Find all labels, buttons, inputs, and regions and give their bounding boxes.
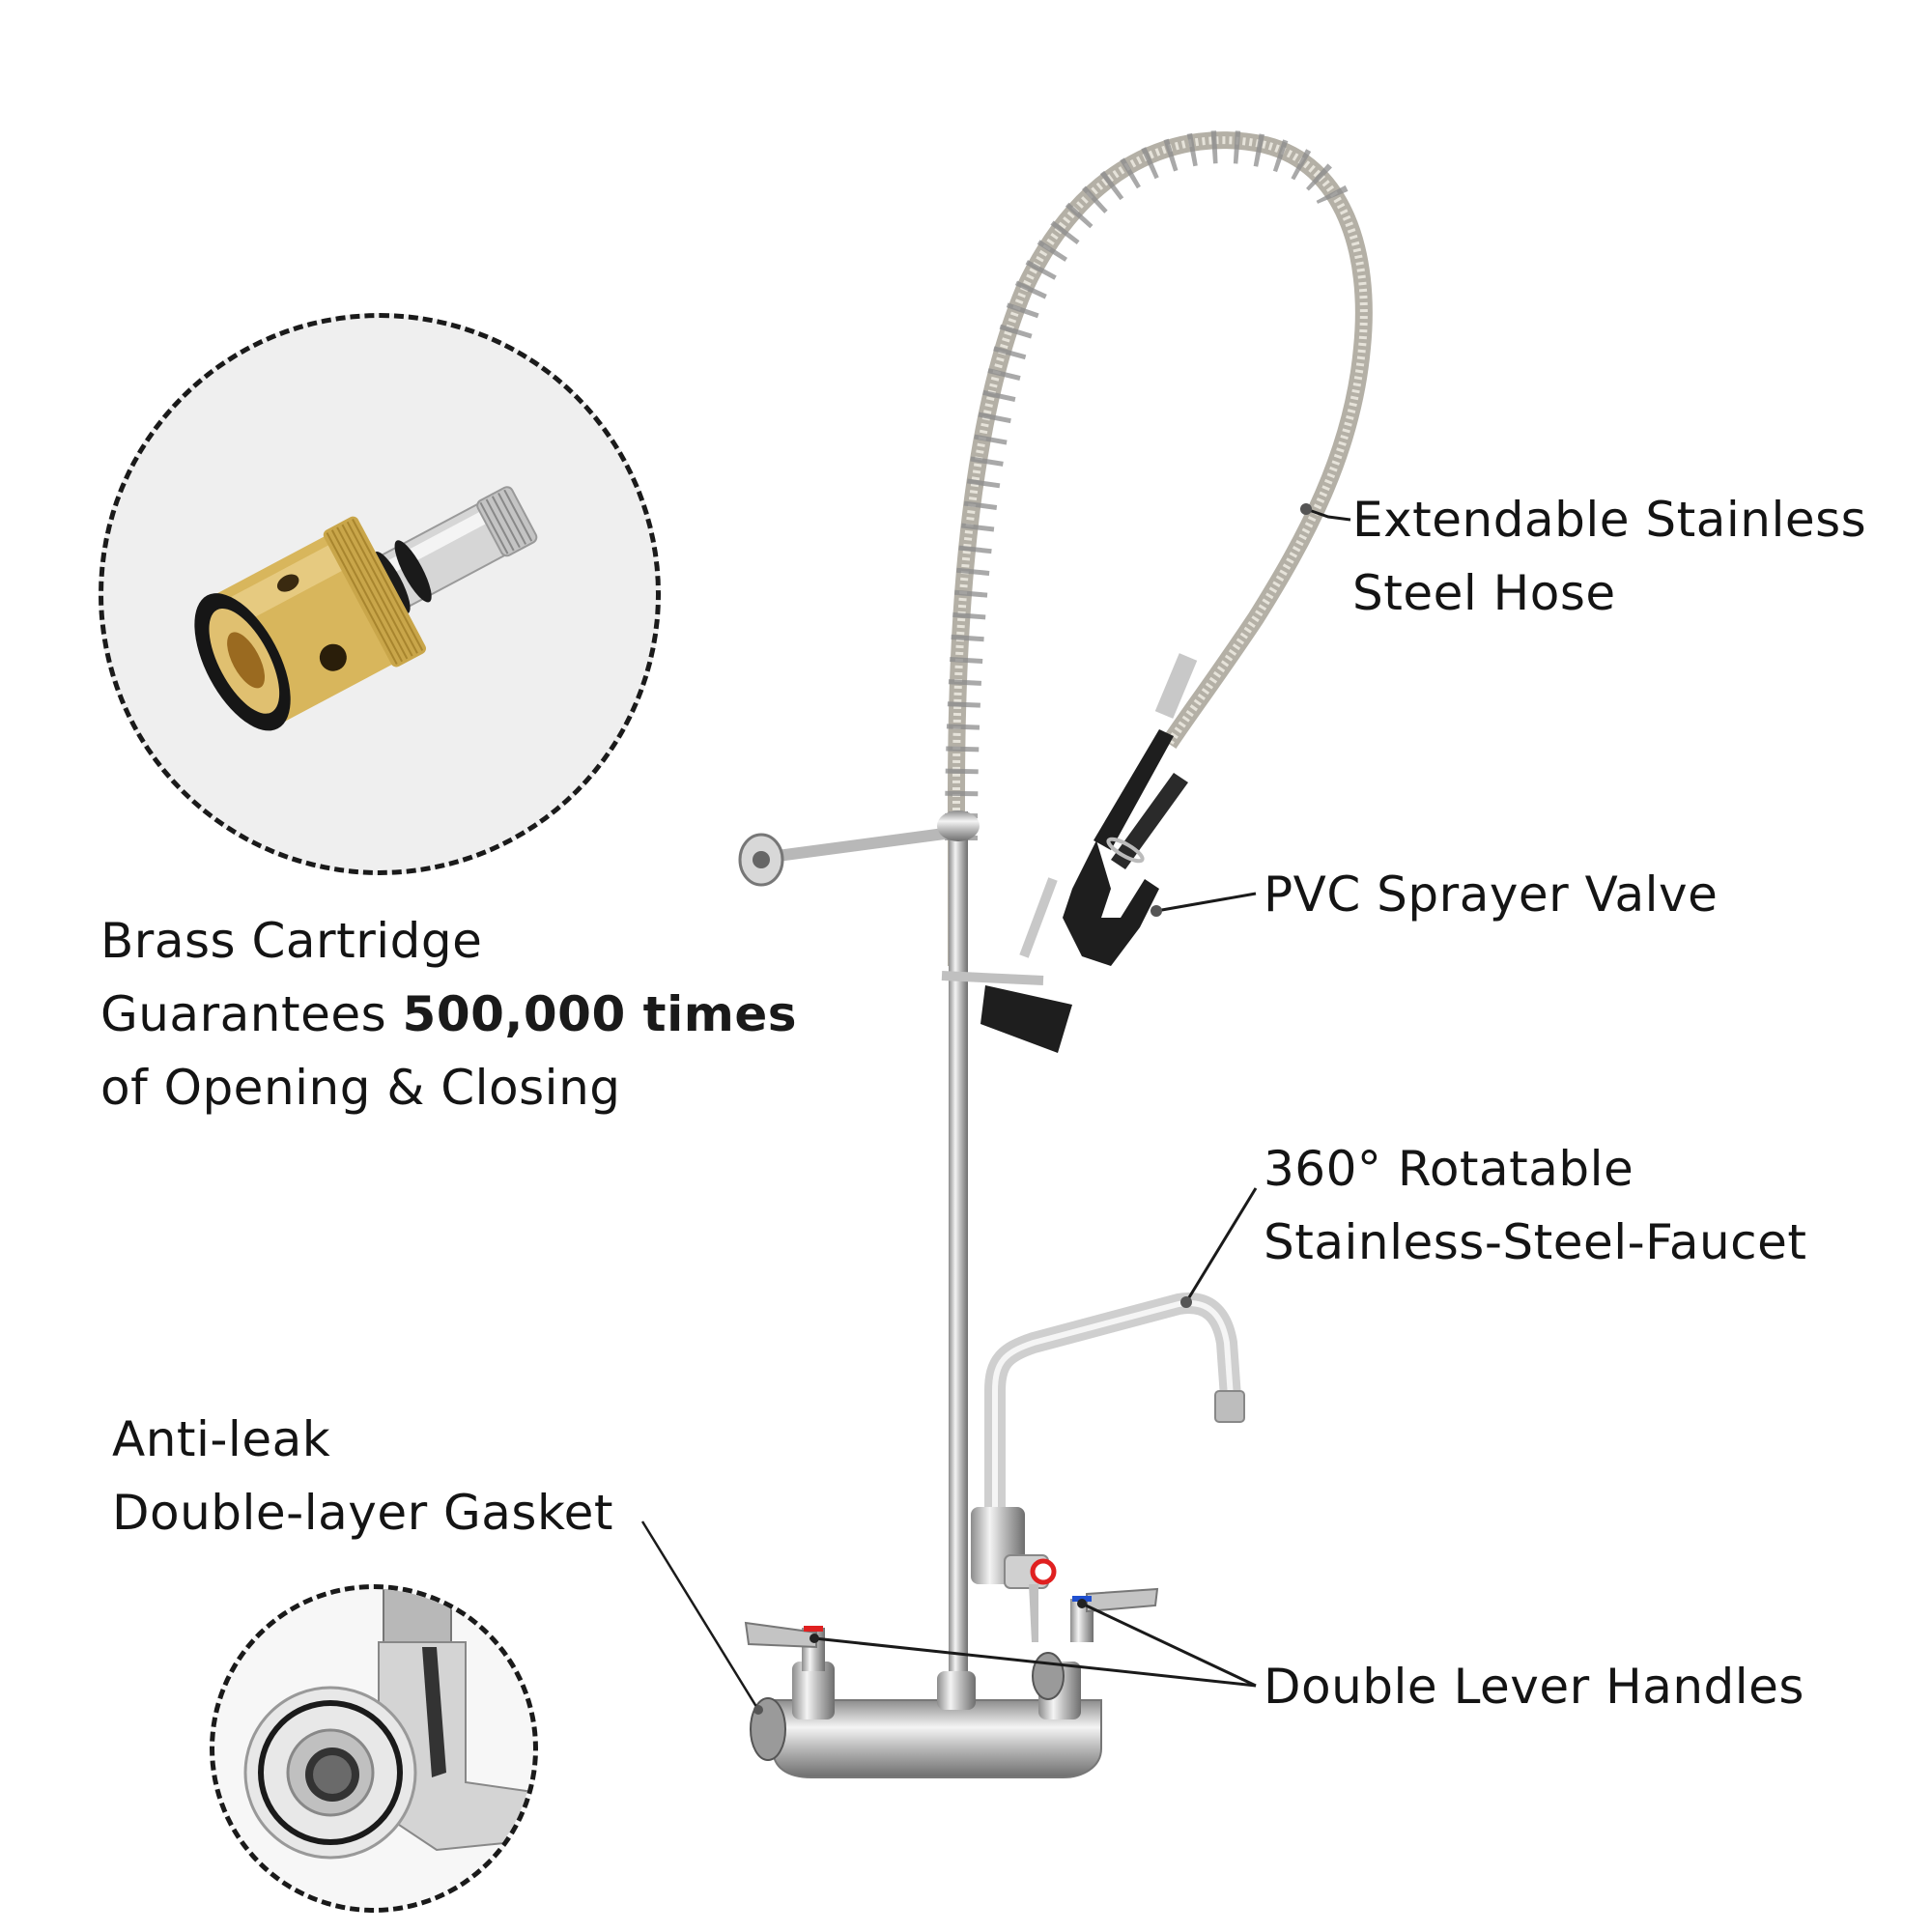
faucet-line2: Stainless-Steel-Faucet	[1264, 1214, 1807, 1270]
brass-cartridge-callout: Brass Cartridge Guarantees 500,000 times…	[100, 904, 797, 1124]
brass-cartridge-line2-prefix: Guarantees	[100, 986, 403, 1042]
riser-pole	[949, 811, 968, 1681]
gasket-line1: Anti-leak	[112, 1411, 331, 1467]
spout-valve	[971, 1507, 1057, 1642]
wall-bracket	[738, 810, 980, 887]
brass-cartridge-highlight: 500,000 times	[402, 986, 797, 1042]
handles-leader-line-1	[813, 1636, 1257, 1688]
hose-leader-line	[1305, 507, 1351, 522]
callout-leader-lines	[640, 503, 1351, 1715]
lever-handle-hot	[744, 1621, 825, 1671]
handles-leader-line-2	[1081, 1602, 1257, 1688]
faucet-leader-line	[1184, 1187, 1258, 1303]
hot-indicator-icon	[1030, 1558, 1057, 1585]
sprayer-leader-line	[1155, 892, 1257, 913]
gasket-leader-line	[640, 1520, 760, 1711]
faucet-callout: 360° Rotatable Stainless-Steel-Faucet	[1264, 1132, 1807, 1279]
spring-hose	[945, 130, 1373, 966]
sprayer-valve	[941, 653, 1198, 1053]
gasket-image	[243, 1589, 533, 1860]
handles-callout: Double Lever Handles	[1264, 1650, 1804, 1723]
brass-cartridge-line2: Guarantees 500,000 times	[100, 978, 797, 1051]
handles-line1: Double Lever Handles	[1264, 1659, 1804, 1715]
gasket-callout: Anti-leak Double-layer Gasket	[112, 1403, 613, 1549]
brass-cartridge-line3: of Opening & Closing	[100, 1060, 621, 1116]
hose-line1: Extendable Stainless	[1352, 492, 1867, 548]
hot-indicator-icon	[804, 1626, 823, 1632]
gasket-line2: Double-layer Gasket	[112, 1485, 614, 1541]
swivel-spout	[984, 1293, 1245, 1546]
sprayer-line1: PVC Sprayer Valve	[1264, 867, 1719, 923]
wall-mount-body	[750, 1652, 1102, 1778]
sprayer-callout: PVC Sprayer Valve	[1264, 858, 1718, 931]
faucet-line1: 360° Rotatable	[1264, 1141, 1634, 1197]
hose-callout: Extendable Stainless Steel Hose	[1352, 483, 1866, 630]
gasket-detail-circle	[210, 1584, 538, 1913]
brass-cartridge-image	[194, 486, 538, 731]
hose-line2: Steel Hose	[1352, 565, 1616, 621]
brass-cartridge-line1: Brass Cartridge	[100, 913, 483, 969]
brass-cartridge-detail-circle	[99, 313, 661, 875]
